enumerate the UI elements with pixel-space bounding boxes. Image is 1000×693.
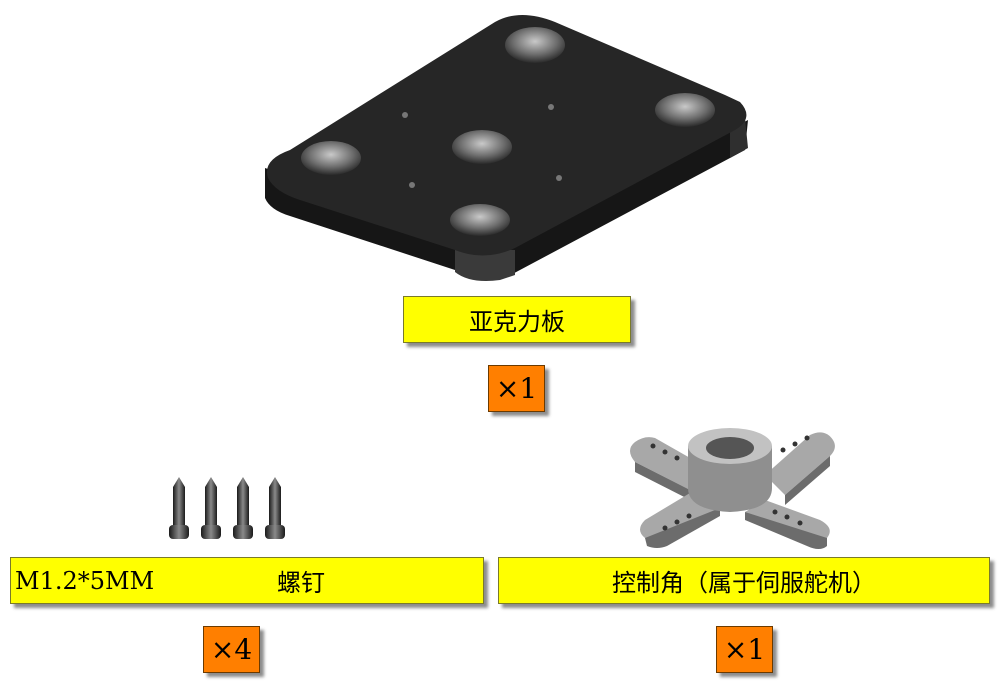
screws-spec-text: M1.2*5MM — [15, 566, 155, 595]
hole-bottom — [450, 204, 510, 236]
acrylic-plate-quantity-text: ×1 — [495, 372, 538, 405]
acrylic-plate-quantity: ×1 — [488, 365, 545, 412]
screw-1 — [169, 477, 189, 539]
servo-horn-quantity-text: ×1 — [723, 633, 766, 666]
screws-quantity: ×4 — [203, 626, 260, 673]
screw-4 — [265, 477, 285, 539]
screw-2 — [201, 477, 221, 539]
screws-image — [169, 477, 285, 539]
hole-center — [452, 130, 512, 164]
hole-right — [655, 93, 715, 127]
screws-label-text: 螺钉 — [277, 569, 325, 597]
hole-top — [505, 27, 565, 63]
acrylic-plate-label: 亚克力板 — [403, 296, 631, 343]
servo-horn-label-text: 控制角（属于伺服舵机） — [612, 569, 876, 597]
servo-horn-image — [630, 428, 835, 549]
acrylic-plate-image — [265, 15, 748, 281]
screw-3 — [233, 477, 253, 539]
acrylic-plate-label-text: 亚克力板 — [469, 308, 565, 336]
hole-left — [301, 141, 361, 175]
screws-quantity-text: ×4 — [210, 633, 253, 666]
servo-horn-quantity: ×1 — [716, 626, 773, 673]
screws-label: M1.2*5MM 螺钉 — [10, 557, 484, 604]
servo-horn-label: 控制角（属于伺服舵机） — [498, 557, 990, 604]
